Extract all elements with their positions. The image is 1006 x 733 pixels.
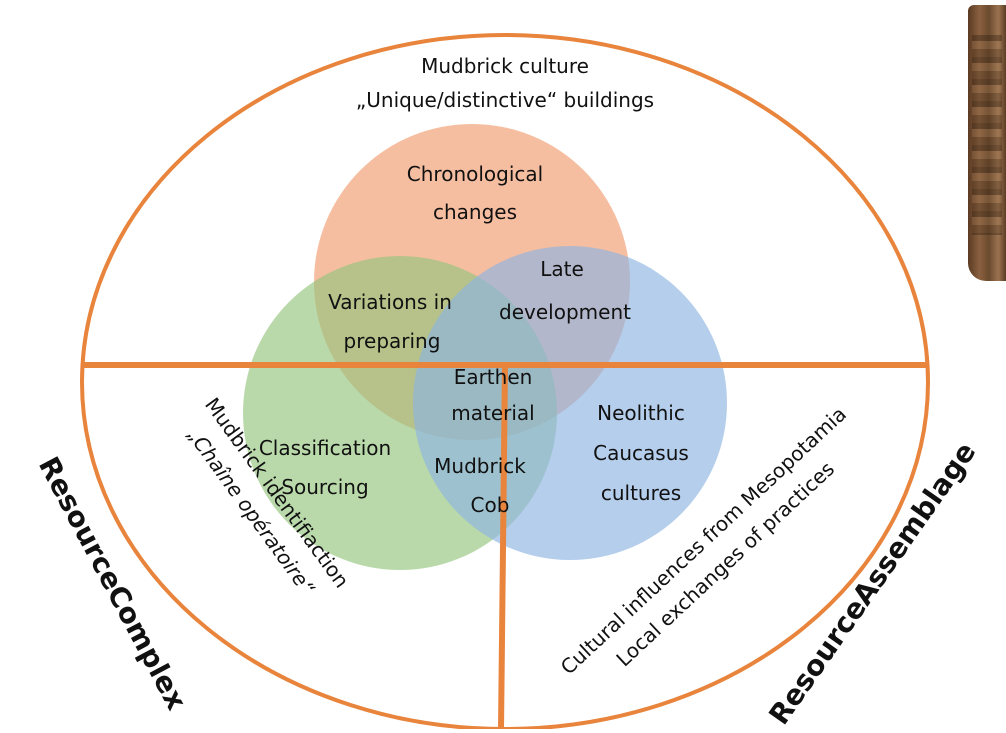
circle-neolithic xyxy=(413,246,727,560)
side-label-left: ResourceComplex xyxy=(32,451,193,715)
overlap-top-left-1: Variations in xyxy=(328,290,452,314)
side-label-right: ResourceAssemblage xyxy=(762,436,982,729)
overlap-center-2: material xyxy=(451,401,534,425)
overlap-left-right-1: Mudbrick xyxy=(434,454,526,478)
circle-top-label-2: changes xyxy=(433,200,517,224)
overlap-center-1: Earthen xyxy=(454,365,533,389)
side-label-left-group: ResourceComplex xyxy=(32,451,193,715)
circle-right-label-2: Caucasus xyxy=(593,441,689,465)
top-subtitle: „Unique/distinctive“ buildings xyxy=(356,88,654,112)
circle-right-label-1: Neolithic xyxy=(597,401,685,425)
top-title: Mudbrick culture xyxy=(421,54,589,78)
circle-top-label-1: Chronological xyxy=(407,162,543,186)
overlap-left-right-2: Cob xyxy=(471,493,510,517)
circle-left-label-2: Sourcing xyxy=(281,475,368,499)
side-label-right-group: ResourceAssemblage xyxy=(762,436,982,731)
mudbrick-photo-icon xyxy=(968,5,1006,281)
overlap-top-right-2: development xyxy=(499,300,631,324)
overlap-top-right-1: Late xyxy=(540,257,584,281)
circle-right-label-3: cultures xyxy=(601,481,681,505)
circle-left-label-1: Classification xyxy=(259,436,391,460)
overlap-top-left-2: preparing xyxy=(344,329,441,353)
vertical-divider xyxy=(498,364,508,730)
